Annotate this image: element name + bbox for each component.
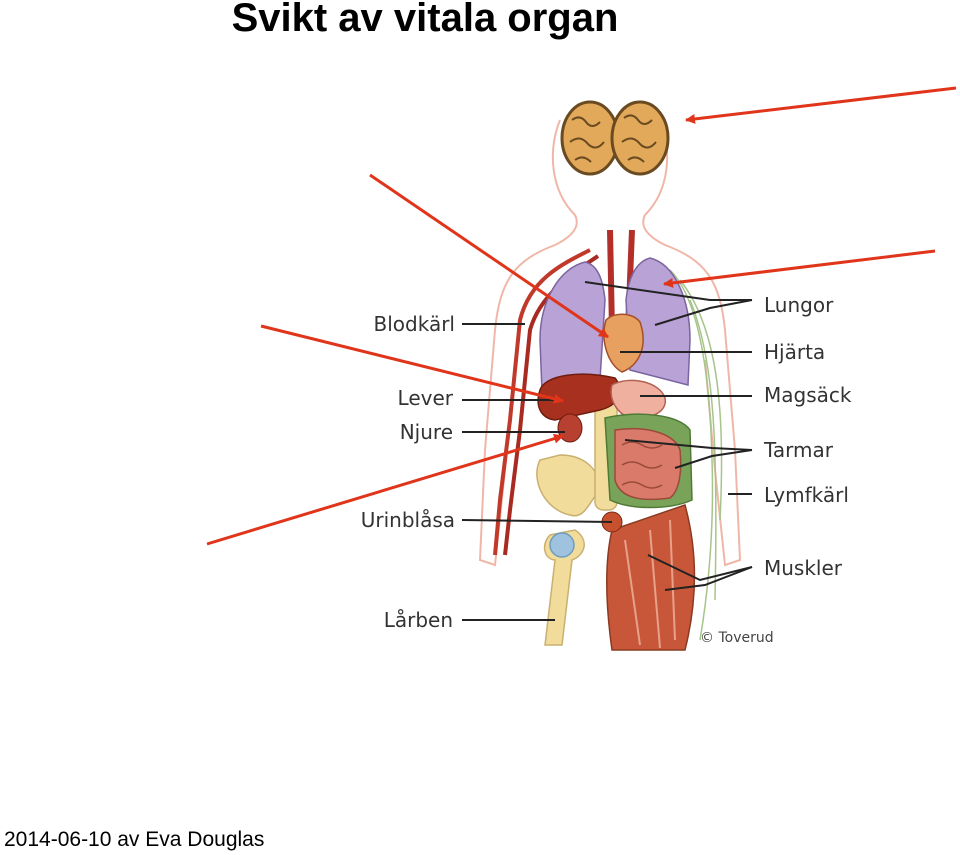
body-outline [478, 119, 742, 567]
label-leaders [461, 281, 753, 621]
skeleton [536, 399, 618, 646]
label-larben: Lårben [384, 608, 453, 632]
arrow-to-kidney [206, 433, 564, 546]
label-muskler: Muskler [764, 556, 843, 580]
brain-image [560, 100, 670, 176]
stomach [610, 379, 666, 420]
annotation-arrows [206, 86, 957, 546]
label-blodkarl: Blodkärl [374, 312, 455, 336]
arrow-to-liver [260, 324, 564, 404]
kidney [557, 413, 583, 443]
image-credit: © Toverud [700, 630, 774, 646]
label-lever: Lever [398, 386, 454, 410]
label-lymfkarl: Lymfkärl [764, 483, 849, 507]
arrow-to-heart [369, 173, 609, 339]
label-lungor: Lungor [764, 293, 834, 317]
lymph-vessels [669, 269, 723, 641]
leg-muscles [606, 504, 696, 651]
label-hjarta: Hjärta [764, 340, 825, 364]
label-urinblasa: Urinblåsa [361, 508, 455, 532]
arrow-to-brain [685, 86, 957, 124]
footer-date-author: 2014-06-10 av Eva Douglas [4, 828, 265, 851]
label-tarmar: Tarmar [763, 438, 834, 462]
intestines [604, 413, 693, 509]
label-njure: Njure [400, 420, 453, 444]
page-title: Svikt av vitala organ [231, 0, 619, 40]
arrow-to-lungs [663, 249, 936, 288]
lungs [539, 257, 691, 393]
label-magsack: Magsäck [764, 383, 852, 407]
